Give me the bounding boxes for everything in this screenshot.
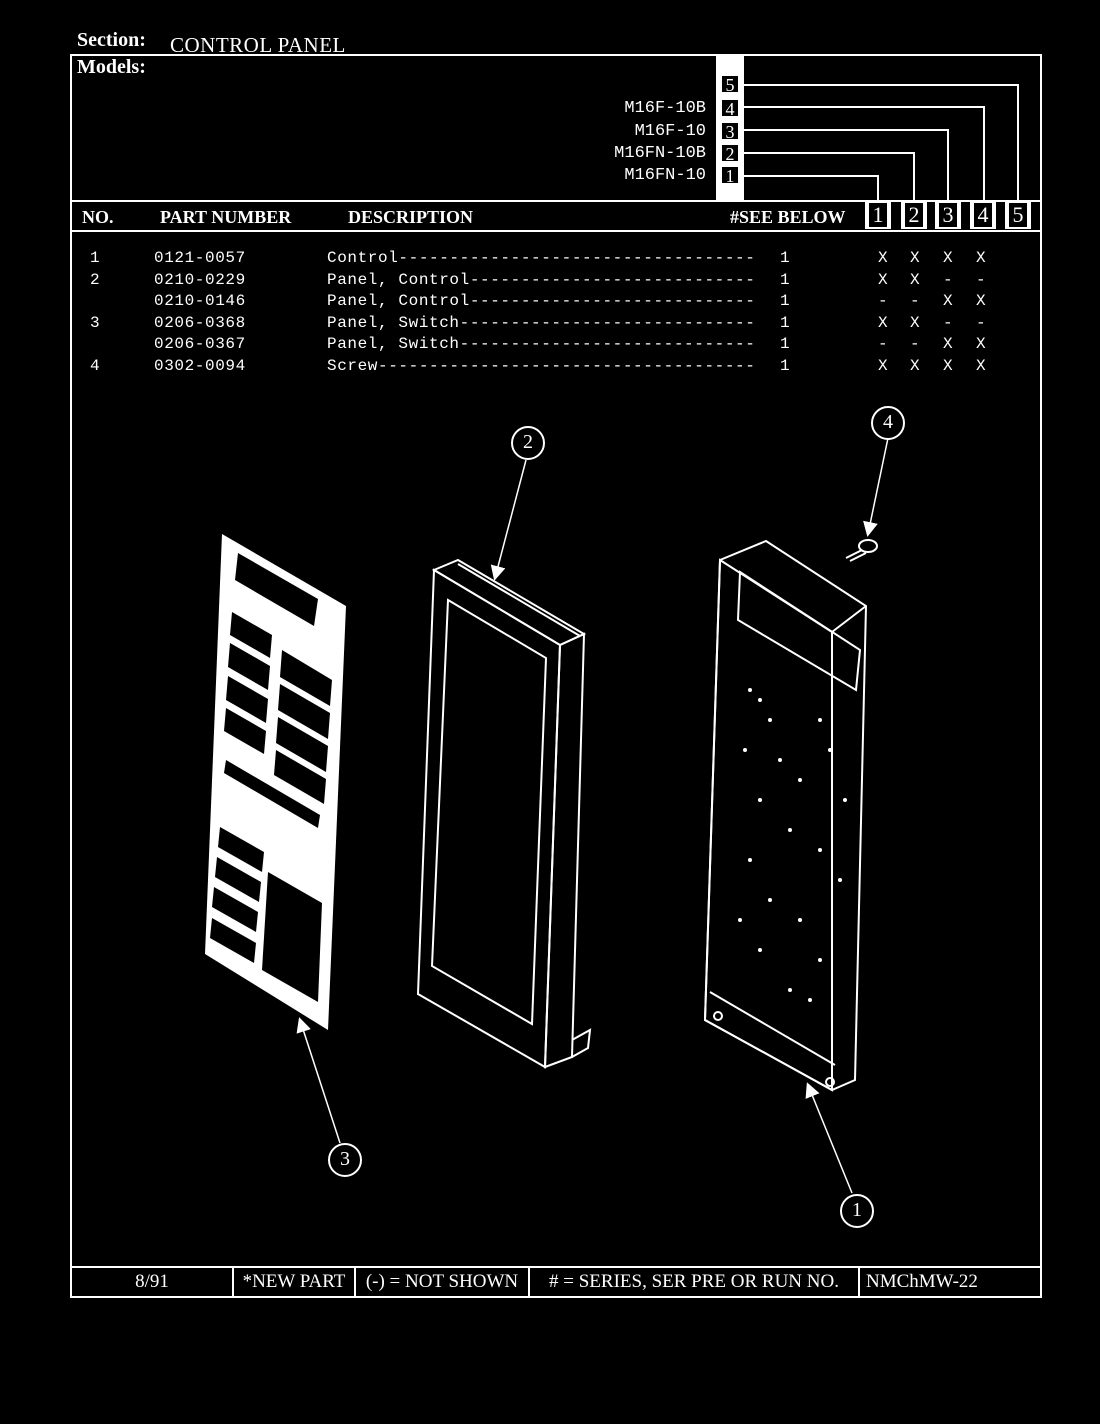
callout-2-ring	[511, 426, 545, 460]
switch-panel-overlay	[205, 534, 346, 1030]
footer-new-part: *NEW PART	[234, 1268, 356, 1296]
part-description: Screw-----------------------------------…	[327, 357, 756, 375]
column-header-rule-bottom	[70, 230, 1042, 232]
model-number-2: 2	[720, 143, 740, 163]
item-no: 1	[90, 249, 101, 267]
part-qty: 1	[780, 357, 791, 375]
model-number-3: 3	[720, 121, 740, 141]
model-name-1: M16FN-10	[624, 166, 706, 185]
model-4-mark: -	[976, 314, 987, 332]
model-4-mark: X	[976, 357, 987, 375]
part-qty: 1	[780, 314, 791, 332]
model-name-2: M16FN-10B	[614, 144, 706, 163]
part-number: 0210-0229	[154, 271, 246, 289]
col-header-model-3: 3	[935, 201, 961, 229]
col-header-model-1: 1	[865, 201, 891, 229]
table-row: 4 0302-0094 Screw-----------------------…	[0, 357, 1100, 378]
model-4-mark: X	[976, 249, 987, 267]
callout-1: 1	[852, 1199, 862, 1221]
part-qty: 1	[780, 292, 791, 310]
parts-sheet-frame	[70, 54, 1042, 1298]
section-value: CONTROL PANEL	[170, 33, 346, 57]
model-3-mark: -	[943, 271, 954, 289]
model-3-mark: -	[943, 314, 954, 332]
footer-date: 8/91	[72, 1268, 234, 1296]
model-2-mark: X	[910, 271, 921, 289]
callout-1-ring	[840, 1194, 874, 1228]
table-row: 3 0206-0368 Panel, Switch---------------…	[0, 314, 1100, 335]
model-1-mark: X	[878, 357, 889, 375]
model-3-mark: X	[943, 335, 954, 353]
model-number-5: 5	[720, 74, 740, 94]
model-leader-lines	[744, 84, 1019, 202]
model-number-4: 4	[720, 98, 740, 118]
item-no: 2	[90, 271, 101, 289]
control-panel-frame	[416, 558, 592, 1069]
section-label: Section:	[77, 29, 146, 51]
col-header-description: DESCRIPTION	[348, 207, 474, 227]
callout-4-ring	[871, 406, 905, 440]
part-description: Panel, Switch---------------------------…	[327, 314, 756, 332]
model-name-4: M16F-10B	[624, 99, 706, 118]
model-3-mark: X	[943, 249, 954, 267]
item-no: 3	[90, 314, 101, 332]
col-header-part-number: PART NUMBER	[160, 207, 292, 227]
models-label: Models:	[77, 56, 146, 78]
part-description: Control---------------------------------…	[327, 249, 756, 267]
model-1-mark: -	[878, 292, 889, 310]
model-4-mark: X	[976, 335, 987, 353]
table-row: 2 0210-0229 Panel, Control--------------…	[0, 271, 1100, 292]
part-number: 0302-0094	[154, 357, 246, 375]
callout-3: 3	[340, 1148, 350, 1170]
col-header-model-5: 5	[1005, 201, 1031, 229]
table-row: 1 0121-0057 Control---------------------…	[0, 249, 1100, 270]
col-header-see-below: #SEE BELOW	[730, 207, 846, 227]
callout-3-ring	[328, 1143, 362, 1177]
part-description: Panel, Control--------------------------…	[327, 271, 756, 289]
exploded-view-diagram	[205, 406, 905, 1228]
part-qty: 1	[780, 249, 791, 267]
part-qty: 1	[780, 335, 791, 353]
screw	[845, 539, 878, 562]
model-1-mark: X	[878, 271, 889, 289]
col-header-no: NO.	[82, 207, 114, 227]
footer-doc-id: NMChMW-22	[866, 1271, 978, 1292]
model-4-mark: X	[976, 292, 987, 310]
part-number: 0121-0057	[154, 249, 246, 267]
model-1-mark: X	[878, 314, 889, 332]
model-2-mark: X	[910, 249, 921, 267]
part-description: Panel, Switch---------------------------…	[327, 335, 756, 353]
footer-series-note: # = SERIES, SER PRE OR RUN NO.	[530, 1268, 860, 1296]
model-2-mark: X	[910, 357, 921, 375]
table-row: 0206-0367 Panel, Switch-----------------…	[0, 335, 1100, 356]
control-board	[703, 539, 868, 1092]
model-name-3: M16F-10	[634, 122, 706, 141]
part-number: 0210-0146	[154, 292, 246, 310]
item-no: 4	[90, 357, 101, 375]
model-3-mark: X	[943, 357, 954, 375]
footer-rule	[70, 1266, 1042, 1268]
table-row: 0210-0146 Panel, Control----------------…	[0, 292, 1100, 313]
callout-4: 4	[883, 411, 893, 433]
model-2-mark: -	[910, 335, 921, 353]
callout-2: 2	[523, 431, 533, 453]
model-2-mark: X	[910, 314, 921, 332]
model-number-1: 1	[720, 165, 740, 185]
footer-not-shown: (-) = NOT SHOWN	[356, 1268, 530, 1296]
model-4-mark: -	[976, 271, 987, 289]
column-header-rule	[70, 200, 1042, 202]
col-header-model-4: 4	[970, 201, 996, 229]
model-1-mark: -	[878, 335, 889, 353]
model-3-mark: X	[943, 292, 954, 310]
part-qty: 1	[780, 271, 791, 289]
part-description: Panel, Control--------------------------…	[327, 292, 756, 310]
model-2-mark: -	[910, 292, 921, 310]
part-number: 0206-0368	[154, 314, 246, 332]
model-1-mark: X	[878, 249, 889, 267]
col-header-model-2: 2	[901, 201, 927, 229]
part-number: 0206-0367	[154, 335, 246, 353]
